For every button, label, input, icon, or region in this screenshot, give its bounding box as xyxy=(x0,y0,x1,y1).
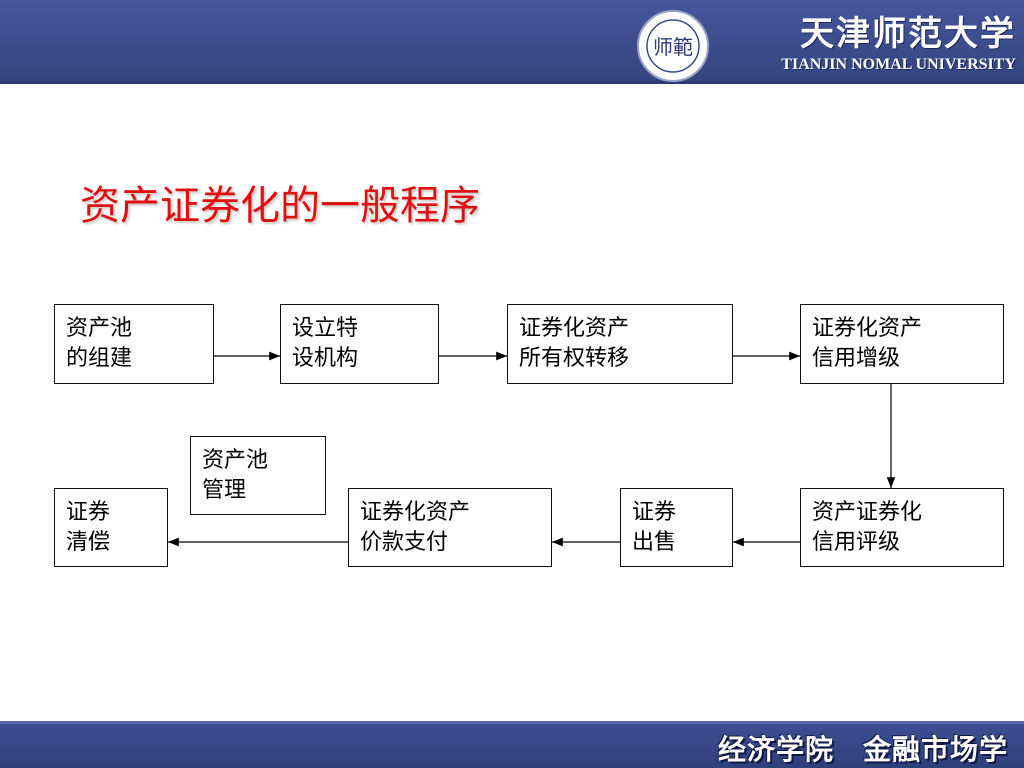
step-credit-enhance: 证券化资产 信用增级 xyxy=(800,304,1004,384)
step-line: 价款支付 xyxy=(360,530,449,555)
seal-text: 师範 xyxy=(653,35,693,59)
header-banner: 师範 天津师范大学 TIANJIN NOMAL UNIVERSITY xyxy=(0,0,1024,84)
step-spv-setup: 设立特 设机构 xyxy=(280,304,439,384)
step-line: 证券 xyxy=(632,500,677,525)
step-pool-manage: 资产池 管理 xyxy=(190,436,326,515)
step-repayment: 证券 清偿 xyxy=(54,488,168,567)
university-seal-icon: 师範 xyxy=(637,10,709,82)
step-line: 信用增级 xyxy=(812,346,901,371)
step-line: 管理 xyxy=(202,478,247,503)
step-line: 的组建 xyxy=(66,346,133,371)
step-payment: 证券化资产 价款支付 xyxy=(348,488,552,567)
step-line: 证券化资产 xyxy=(812,316,923,341)
step-line: 证券 xyxy=(66,500,111,525)
step-credit-rating: 资产证券化 信用评级 xyxy=(800,488,1004,567)
step-line: 设立特 xyxy=(292,316,359,341)
step-line: 出售 xyxy=(632,530,677,555)
step-line: 所有权转移 xyxy=(519,346,630,371)
step-ownership-transfer: 证券化资产 所有权转移 xyxy=(507,304,733,384)
step-line: 证券化资产 xyxy=(360,500,471,525)
footer-course-label: 经济学院 金融市场学 xyxy=(717,733,1008,766)
footer-banner: 经济学院 金融市场学 xyxy=(0,721,1024,768)
university-name-cn: 天津师范大学 xyxy=(800,14,1016,54)
step-line: 资产池 xyxy=(66,316,133,341)
step-line: 资产证券化 xyxy=(812,500,923,525)
step-line: 信用评级 xyxy=(812,530,901,555)
step-pool-build: 资产池 的组建 xyxy=(54,304,214,384)
university-name-en: TIANJIN NOMAL UNIVERSITY xyxy=(781,56,1016,73)
step-line: 资产池 xyxy=(202,448,269,473)
step-line: 设机构 xyxy=(292,346,359,371)
step-line: 清偿 xyxy=(66,530,111,555)
step-securities-sale: 证券 出售 xyxy=(620,488,733,567)
page-title: 资产证券化的一般程序 xyxy=(80,183,480,229)
step-line: 证券化资产 xyxy=(519,316,630,341)
